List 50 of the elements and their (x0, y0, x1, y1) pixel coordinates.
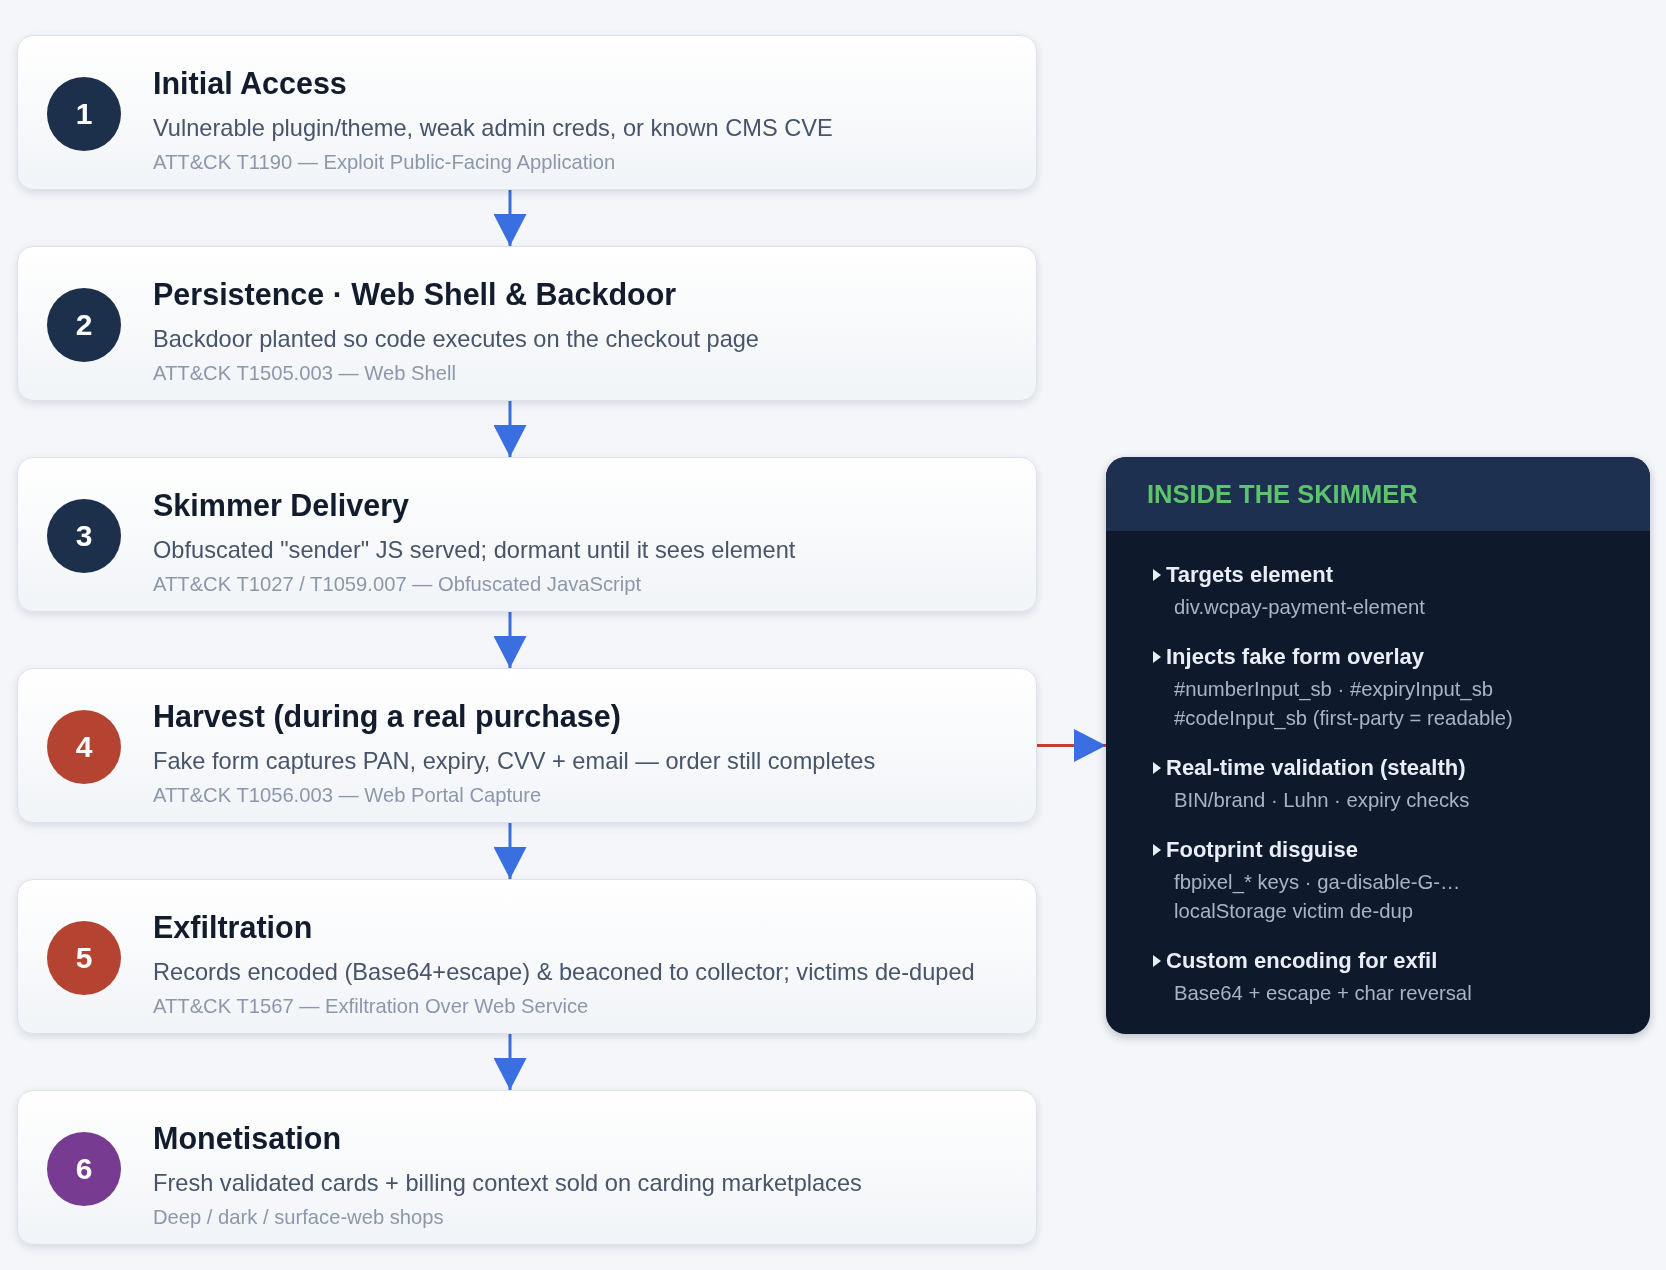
stage-title: Skimmer Delivery (153, 487, 410, 523)
stage-title: Initial Access (153, 65, 347, 101)
stage-description: Fresh validated cards + billing context sold on carding marketplaces (153, 1169, 862, 1198)
arrow (1037, 729, 1106, 762)
stage-card (17, 457, 1037, 612)
technique-note: ATT&CK T1190 — Exploit Public-Facing Application (153, 150, 616, 175)
stage-card (17, 879, 1037, 1034)
feature-detail: #codeInput_sb (first-party = readable) (1174, 706, 1513, 732)
arrow (493, 190, 527, 246)
arrow (493, 401, 527, 457)
stage-title: Harvest (during a real purchase) (153, 698, 621, 734)
feature-heading: Targets element (1166, 561, 1334, 589)
info-panel (1106, 457, 1650, 1034)
stage-card (17, 246, 1037, 401)
arrow (493, 1034, 527, 1090)
technique-note: ATT&CK T1567 — Exfiltration Over Web Service (153, 994, 589, 1019)
stage-description: Backdoor planted so code executes on the checkout page (153, 325, 759, 354)
arrow (493, 612, 527, 668)
technique-note: ATT&CK T1027 / T1059.007 — Obfuscated JavaScript (153, 572, 642, 597)
stage-description: Fake form captures PAN, expiry, CVV + email — order still completes (153, 747, 876, 776)
step-number-circle: 4 (47, 710, 121, 784)
technique-note: ATT&CK T1056.003 — Web Portal Capture (153, 783, 542, 808)
stage-card (17, 35, 1037, 190)
step-number-circle: 6 (47, 1132, 121, 1206)
feature-detail: fbpixel_* keys · ga-disable-G-… (1174, 870, 1461, 896)
stage-title: Monetisation (153, 1120, 342, 1156)
stage-description: Records encoded (Base64+escape) & beaconed to collector; victims de-duped (153, 958, 975, 987)
stage-title: Persistence · Web Shell & Backdoor (153, 276, 677, 312)
feature-detail: Base64 + escape + char reversal (1174, 981, 1472, 1006)
feature-detail: localStorage victim de-dup (1174, 899, 1413, 924)
technique-note: ATT&CK T1505.003 — Web Shell (153, 361, 456, 386)
technique-note: Deep / dark / surface-web shops (153, 1205, 444, 1230)
feature-detail: #numberInput_sb · #expiryInput_sb (1174, 677, 1494, 703)
panel-title: INSIDE THE SKIMMER (1147, 479, 1418, 509)
step-number-circle: 1 (47, 77, 121, 151)
feature-heading: Real-time validation (stealth) (1166, 754, 1466, 782)
arrow (493, 823, 527, 879)
stage-card (17, 668, 1037, 823)
feature-heading: Custom encoding for exfil (1166, 947, 1438, 975)
feature-heading: Injects fake form overlay (1166, 643, 1424, 671)
stage-card (17, 1090, 1037, 1245)
feature-detail: BIN/brand · Luhn · expiry checks (1174, 788, 1470, 813)
feature-heading: Footprint disguise (1166, 836, 1358, 864)
step-number-circle: 2 (47, 288, 121, 362)
stage-description: Obfuscated "sender" JS served; dormant until it sees element (153, 536, 796, 565)
stage-description: Vulnerable plugin/theme, weak admin creds, or known CMS CVE (153, 114, 833, 143)
step-number-circle: 3 (47, 499, 121, 573)
step-number-circle: 5 (47, 921, 121, 995)
feature-detail: div.wcpay-payment-element (1174, 595, 1425, 620)
stage-title: Exfiltration (153, 909, 313, 945)
